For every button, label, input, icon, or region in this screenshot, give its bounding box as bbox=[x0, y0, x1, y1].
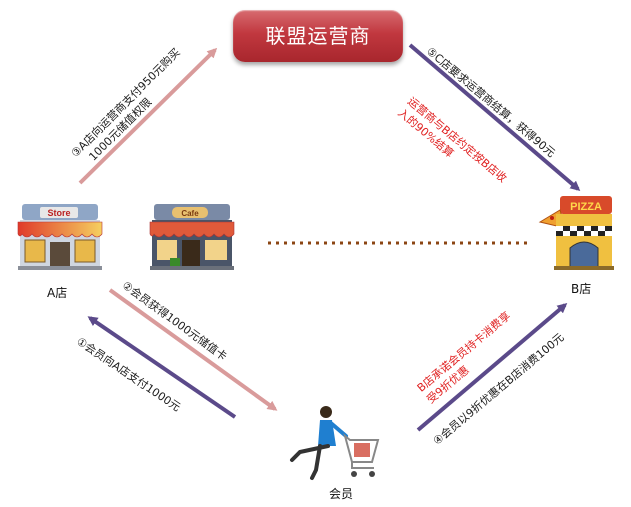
arrow-a-to-operator bbox=[78, 47, 218, 185]
store-b-label: B店 bbox=[571, 282, 592, 296]
arrow-member-to-b bbox=[416, 303, 568, 432]
arrow-member-to-a bbox=[87, 316, 237, 419]
arrow-operator-to-b bbox=[408, 43, 581, 191]
member-label: 会员 bbox=[329, 487, 354, 501]
cafe-sign: Cafe bbox=[181, 209, 199, 218]
store-b-icon: PIZZA bbox=[538, 196, 614, 270]
store-a-icon: Store bbox=[17, 204, 103, 270]
member-icon bbox=[290, 406, 380, 480]
operator-box: 联盟运营商 bbox=[233, 10, 403, 62]
store-a-sign: Store bbox=[47, 208, 70, 218]
arrow-a-to-member bbox=[108, 288, 278, 411]
store-a-label: A店 bbox=[47, 286, 68, 300]
cafe-icon: Cafe bbox=[149, 204, 235, 270]
store-b-sign: PIZZA bbox=[570, 201, 602, 213]
